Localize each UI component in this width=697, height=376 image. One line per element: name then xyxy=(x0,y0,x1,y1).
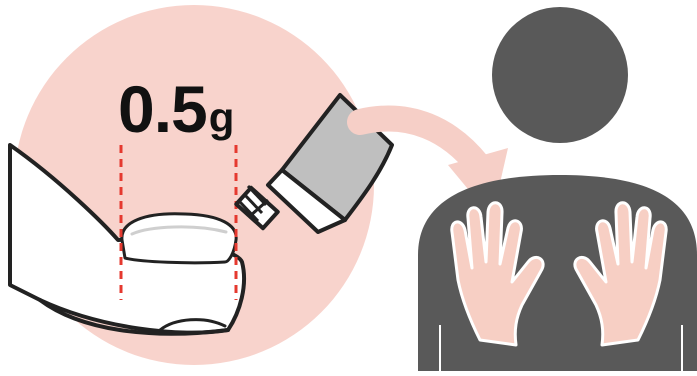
dose-label: 0.5g xyxy=(118,76,233,142)
person-icon xyxy=(418,7,697,371)
dose-unit: g xyxy=(209,94,234,141)
dose-value: 0.5 xyxy=(118,72,207,146)
